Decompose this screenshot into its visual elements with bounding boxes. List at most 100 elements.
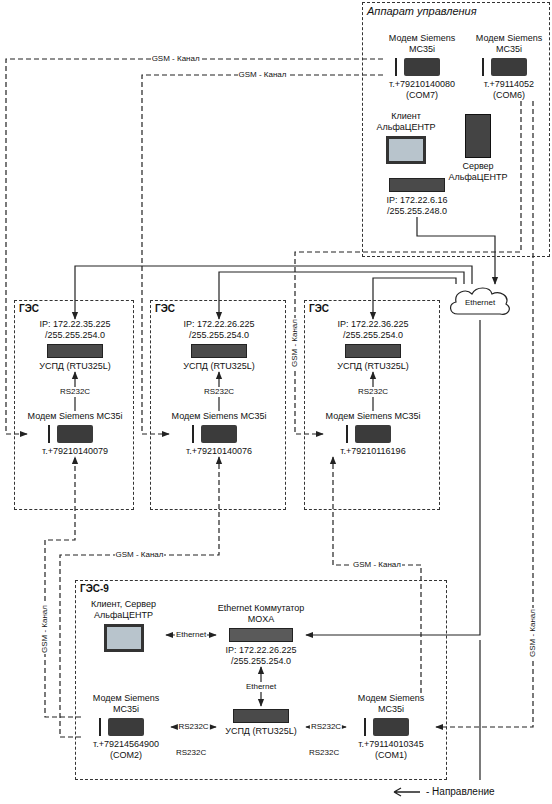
device-label: Модем Siemens MC35i <box>346 693 436 715</box>
gsm-channel <box>6 59 383 434</box>
server-icon <box>465 114 491 158</box>
modem-icon <box>57 425 93 443</box>
gsm-channel <box>295 101 521 434</box>
rtu-device: IP: 172.22.36.225 /255.255.254.0УСПД (RT… <box>323 319 423 372</box>
ethernet-trunk <box>479 640 480 780</box>
edge-label: GSM - Канал <box>290 318 300 368</box>
edge-label: RS232C <box>357 387 389 397</box>
router: IP: 172.22.6.16 /255.255.248.0 <box>367 175 467 217</box>
edge-label: Ethernet <box>245 682 277 692</box>
device-label: Модем Siemens MC35i <box>172 411 267 422</box>
rtu-icon <box>191 344 247 358</box>
modem-icon <box>491 58 527 76</box>
rtu-icon <box>389 178 445 192</box>
wired-link <box>75 266 472 319</box>
rtu-icon <box>47 344 103 358</box>
device-label: т.+79210140080 (COM7) <box>383 79 461 101</box>
gsm-modem: Модем Siemens MC35iт.+79214564900 (COM2) <box>81 693 171 761</box>
server: Сервер АльфаЦЕНТР <box>449 111 507 183</box>
station-box: ГЭС IP: 172.22.26.225 /255.255.254.0УСПД … <box>150 300 286 510</box>
device-label: УСПД (RTU325L) <box>183 361 255 372</box>
device-label: УСПД (RTU325L) <box>337 361 409 372</box>
gsm-channel <box>142 75 383 434</box>
device-label: т.+79114010345 (COM1) <box>346 739 436 761</box>
station-box: ГЭС IP: 172.22.36.225 /255.255.254.0УСПД … <box>304 300 440 510</box>
device-label: Ethernet Коммутатор MOXA <box>216 603 306 625</box>
client-pc: Клиент, Сервер АльфаЦЕНТР <box>81 599 166 655</box>
wired-link <box>306 320 480 635</box>
ethernet-switch: Ethernet Коммутатор MOXA IP: 172.22.26.22… <box>216 603 306 667</box>
group-title: Аппарат управления <box>367 5 477 18</box>
gsm-modem: Модем Siemens MC35i т.+79210140076 <box>169 411 269 457</box>
device-label: IP: 172.22.26.225 /255.255.254.0 <box>169 319 269 341</box>
station-box: ГЭС IP: 172.22.35.225 /255.255.254.0УСПД … <box>14 300 134 510</box>
group-title: ГЭС <box>155 303 175 315</box>
device-label: Модем Siemens MC35i <box>473 33 545 55</box>
wired-link <box>417 217 495 284</box>
legend-arrow <box>392 787 422 797</box>
device-label: IP: 172.22.36.225 /255.255.254.0 <box>323 319 423 341</box>
device-label: IP: 172.22.35.225 /255.255.254.0 <box>27 319 123 341</box>
gsm-modem: Модем Siemens MC35i т.+79114052 (COM6) <box>473 33 545 101</box>
gsm-modem: Модем Siemens MC35i т.+79210116196 <box>323 411 423 457</box>
group-title: ГЭС <box>19 303 39 315</box>
rtu-device: IP: 172.22.26.225 /255.255.254.0УСПД (RT… <box>169 319 269 372</box>
edge-label: GSM - Канал <box>238 70 288 80</box>
modem-icon <box>404 58 440 76</box>
edge-label: RS232C <box>310 722 342 732</box>
edge-label: GSM - Канал <box>115 550 165 560</box>
wired-link <box>219 272 464 319</box>
signal-label: RS232C <box>309 748 339 758</box>
network-label: Ethernet <box>465 297 495 308</box>
client-pc: Клиент АльфаЦЕНТР <box>367 111 445 167</box>
modem-icon <box>108 718 144 736</box>
wired-link <box>373 278 456 319</box>
edge-label: GSM - Канал <box>352 560 402 570</box>
ethernet-cloud: Ethernet <box>446 284 514 320</box>
edge-label: GSM - Канал <box>40 604 50 654</box>
device-label: Модем Siemens MC35i <box>326 411 421 422</box>
edge-label: Ethernet <box>175 630 207 640</box>
device-label: УСПД (RTU325L) <box>39 361 111 372</box>
rtu-icon <box>233 709 289 723</box>
device-label: Модем Siemens MC35i <box>28 411 123 422</box>
device-label: Клиент, Сервер АльфаЦЕНТР <box>81 599 166 621</box>
device-label: Модем Siemens MC35i <box>383 33 461 55</box>
moxa-icon <box>229 628 293 642</box>
device-label: Модем Siemens MC35i <box>81 693 171 715</box>
group-title: ГЭС-9 <box>80 583 109 595</box>
pc-icon <box>104 624 144 652</box>
device-label: т.+79210116196 <box>340 446 405 457</box>
device-label: т.+79114052 (COM6) <box>473 79 545 101</box>
device-label: т.+79210140079 <box>42 446 108 457</box>
device-label: IP: 172.22.26.225 /255.255.254.0 <box>216 645 306 667</box>
region-box: Аппарат управленияМодем Siemens MC35i т.+… <box>362 2 550 257</box>
edge-label: RS232C <box>203 387 235 397</box>
edge-label: GSM - Канал <box>528 608 538 658</box>
gsm-modem: Модем Siemens MC35i т.+79114010345 (COM1) <box>346 693 436 761</box>
device-label: Сервер АльфаЦЕНТР <box>449 161 508 183</box>
cloud-outline <box>451 288 510 314</box>
device-label: IP: 172.22.6.16 /255.255.248.0 <box>367 195 467 217</box>
modem-icon <box>201 425 237 443</box>
rtu-device: УСПД (RTU325L) <box>216 706 306 737</box>
edge-label: GSM - Канал <box>151 54 201 64</box>
device-label: УСПД (RTU325L) <box>225 726 297 737</box>
rtu-device: IP: 172.22.35.225 /255.255.254.0УСПД (RT… <box>27 319 123 372</box>
gsm-channel <box>436 101 533 727</box>
gsm-modem: Модем Siemens MC35i т.+79210140080 (COM7) <box>383 33 461 101</box>
legend-text: - Направление <box>426 786 495 797</box>
pc-icon <box>386 136 426 164</box>
gsm-channel <box>60 457 219 737</box>
gsm-channel <box>333 457 421 693</box>
edge-label: RS232C <box>177 722 209 732</box>
modem-icon <box>355 425 391 443</box>
rtu-icon <box>345 344 401 358</box>
group-title: ГЭС <box>309 303 329 315</box>
edge-label: RS232C <box>59 387 91 397</box>
station-box: ГЭС-9Клиент, Сервер АльфаЦЕНТР Ethernet К… <box>75 580 447 780</box>
signal-label: RS232C <box>176 748 206 758</box>
legend-entry: - Направление <box>392 786 495 797</box>
device-label: т.+79210140076 <box>186 446 252 457</box>
